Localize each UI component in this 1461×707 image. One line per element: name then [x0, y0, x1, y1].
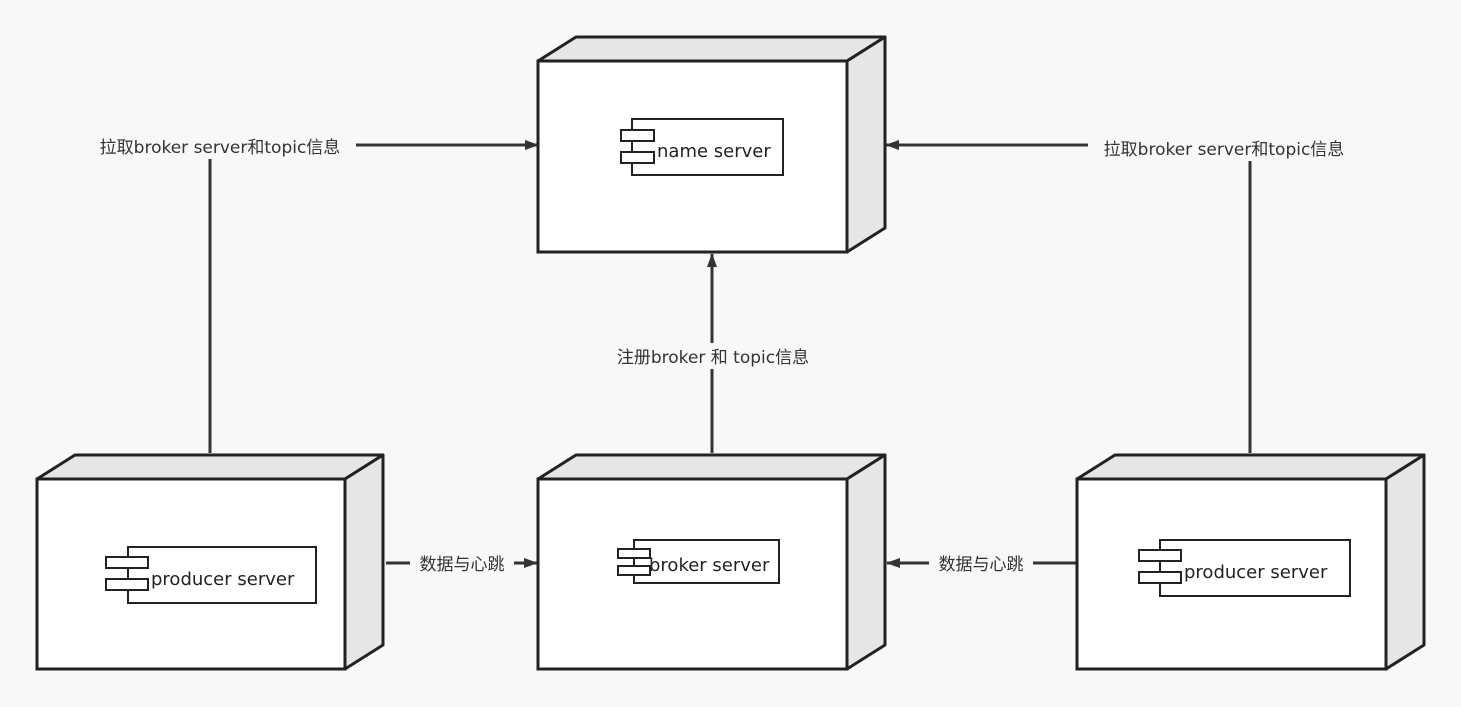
edge-broker-register-label: 注册broker 和 topic信息 [617, 348, 809, 368]
component-producer-right: producer server [1138, 539, 1351, 597]
component-icon [617, 548, 651, 576]
edge-right-data[interactable]: 数据与心跳 [886, 550, 1077, 576]
component-icon [105, 556, 149, 591]
name-server-label: name server [657, 141, 771, 162]
edge-right-pull[interactable]: 拉取broker server和topic信息 [885, 135, 1360, 453]
component-icon [620, 129, 655, 164]
edge-left-data-label: 数据与心跳 [420, 555, 505, 575]
edge-left-pull[interactable]: 拉取broker server和topic信息 [84, 133, 539, 453]
component-name-server: name server [620, 118, 784, 176]
edge-right-pull-label: 拉取broker server和topic信息 [1104, 140, 1345, 160]
component-icon [1138, 549, 1182, 584]
node-name-server[interactable]: name server [536, 35, 887, 254]
node-producer-right[interactable]: producer server [1075, 453, 1426, 671]
edge-left-pull-label: 拉取broker server和topic信息 [100, 138, 341, 158]
node-producer-left[interactable]: producer server [35, 453, 385, 671]
component-producer-left: producer server [105, 546, 317, 604]
component-broker-server: broker server [617, 539, 780, 584]
edge-broker-register[interactable]: 注册broker 和 topic信息 [604, 253, 822, 453]
node-broker-server[interactable]: broker server [536, 453, 887, 671]
edge-right-data-label: 数据与心跳 [939, 555, 1024, 575]
producer-left-label: producer server [151, 569, 295, 590]
broker-server-label: broker server [649, 555, 770, 576]
producer-right-label: producer server [1184, 562, 1328, 583]
edge-left-data[interactable]: 数据与心跳 [386, 550, 538, 576]
